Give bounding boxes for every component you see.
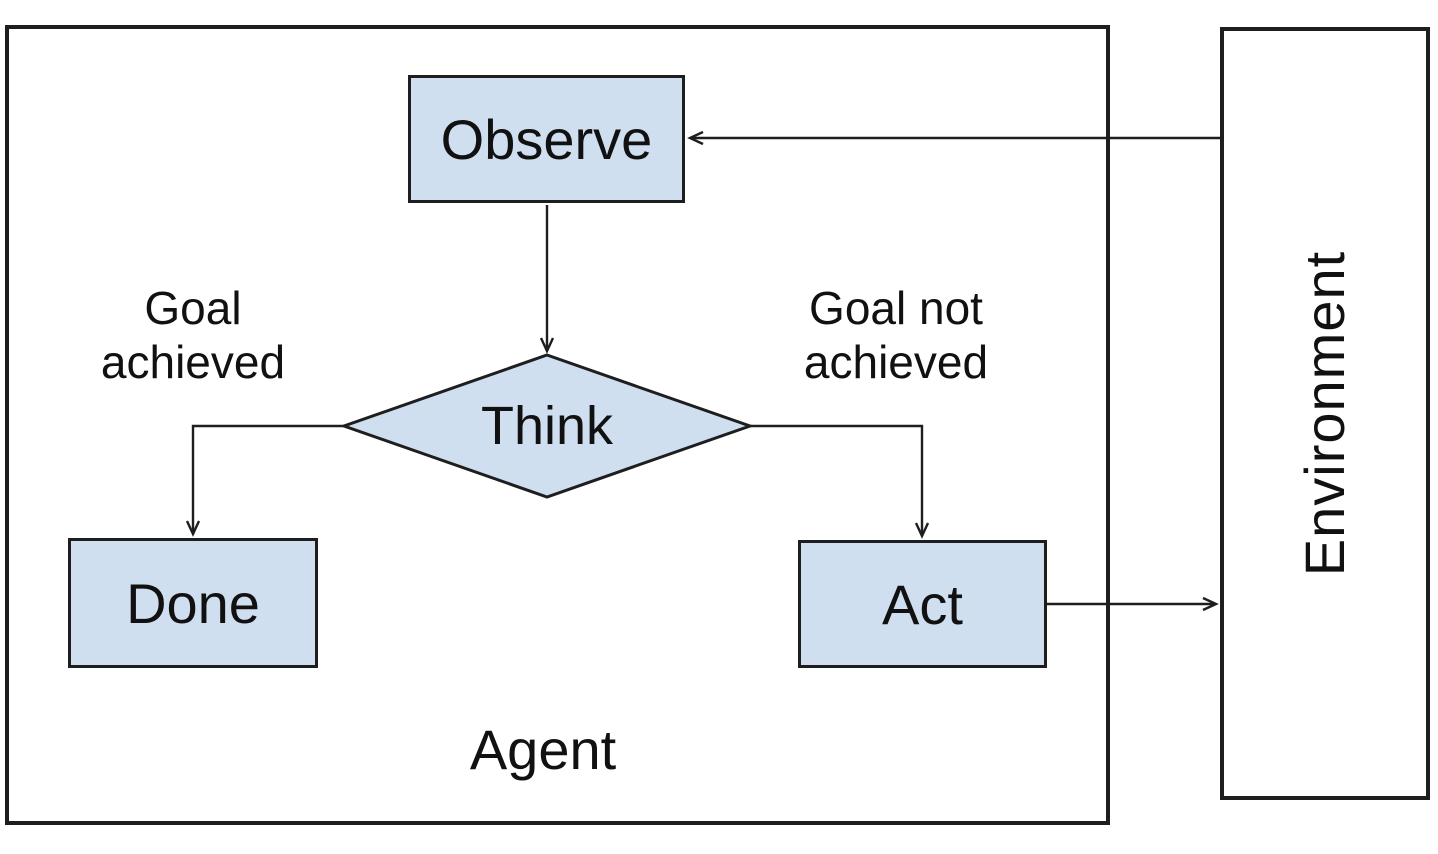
goal-not-achieved-label-line2: achieved <box>803 336 989 388</box>
goal-not-achieved-label: Goal not achieved <box>736 281 1056 389</box>
goal-achieved-label-line2: achieved <box>100 336 286 388</box>
observe-node-label: Observe <box>440 107 653 171</box>
act-node: Act <box>798 540 1047 668</box>
environment-label: Environment <box>1293 250 1357 577</box>
goal-achieved-label: Goal achieved <box>33 281 353 389</box>
goal-achieved-label-line1: Goal <box>144 282 242 334</box>
environment-box: Environment <box>1220 27 1430 800</box>
goal-not-achieved-label-line1: Goal not <box>809 282 983 334</box>
think-node-label: Think <box>480 396 614 456</box>
agent-label: Agent <box>469 718 617 781</box>
done-node: Done <box>68 538 318 668</box>
done-node-label: Done <box>126 571 260 635</box>
act-node-label: Act <box>882 572 963 636</box>
observe-node: Observe <box>408 75 685 203</box>
